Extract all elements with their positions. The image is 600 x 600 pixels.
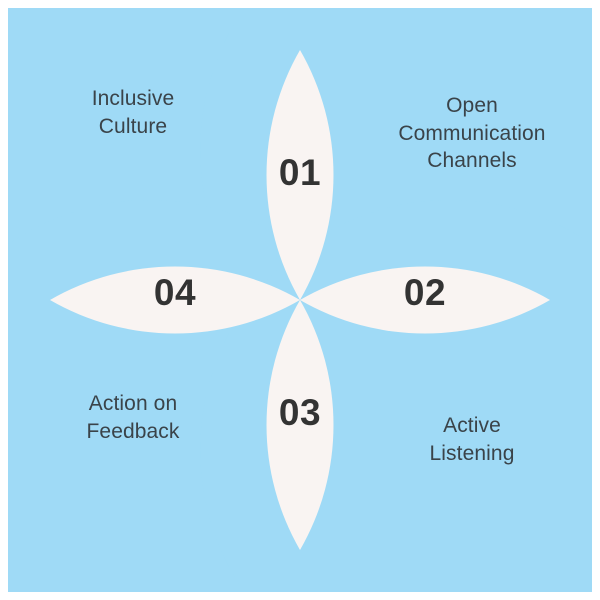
petal-top (266, 50, 334, 300)
petal-bottom (266, 300, 334, 550)
petal-left (50, 266, 300, 334)
cream-petal-group (50, 50, 550, 550)
petal-right (300, 266, 550, 334)
